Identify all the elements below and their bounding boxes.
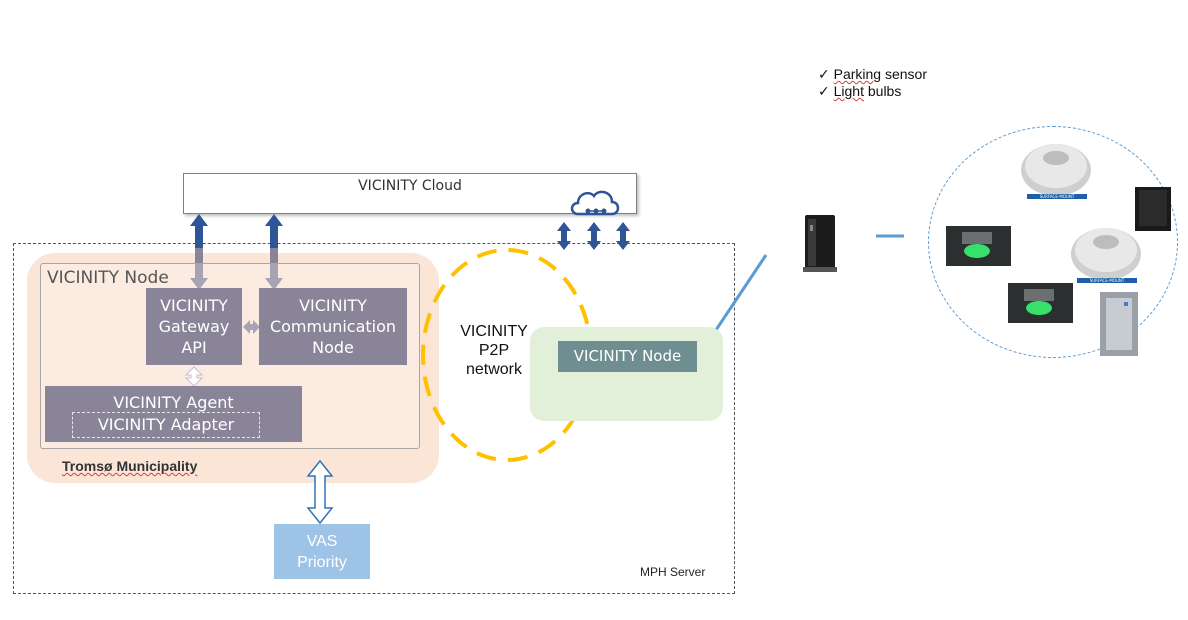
server-tower-icon: [803, 215, 837, 272]
communication-node-box: VICINITY Communication Node: [259, 288, 407, 365]
parking-sensor-icon: SURFACE-MOUNT: [1021, 144, 1091, 199]
municipality-label: Tromsø Municipality: [62, 458, 198, 474]
light-bulb-icon: [946, 226, 1011, 266]
check-icon: ✓: [818, 83, 830, 99]
p2p-line-2: P2P: [478, 342, 510, 359]
vas-line-1: VAS: [306, 532, 338, 550]
device-checklist: ✓ Parking sensor ✓ Light bulbs: [818, 66, 927, 100]
gateway-api-line-2: Gateway: [158, 317, 230, 336]
p2p-line-3: network: [465, 361, 523, 378]
communication-node-line-1: VICINITY: [299, 296, 367, 315]
gateway-api-line-3: API: [181, 338, 207, 357]
surface-mount-label-2: SURFACE-MOUNT: [1090, 278, 1125, 283]
communication-node-line-3: Node: [312, 338, 354, 357]
vicinity-agent-label: VICINITY Agent: [113, 393, 234, 412]
p2p-line-1: VICINITY: [460, 323, 528, 340]
vicinity-adapter-box: VICINITY Adapter: [72, 412, 260, 438]
gateway-api-box: VICINITY Gateway API: [146, 288, 242, 365]
light-bulb-icon: [1008, 283, 1073, 323]
vas-municipality-arrow: [306, 459, 334, 525]
vicinity-cloud-bar: VICINITY Cloud: [183, 173, 637, 214]
remote-vicinity-node-box: VICINITY Node: [558, 341, 697, 372]
gateway-api-line-1: VICINITY: [160, 296, 228, 315]
gateway-communication-arrow: [243, 320, 260, 334]
devices-illustration: SURFACE-MOUNT SURFACE-MOUNT: [946, 144, 1171, 356]
p2p-network-label: VICINITY P2P network: [455, 322, 533, 379]
devices-circle: [928, 126, 1178, 358]
vicinity-cloud-label: VICINITY Cloud: [358, 178, 462, 194]
vas-priority-box: VAS Priority: [274, 524, 370, 579]
cloud-icon: [570, 190, 620, 216]
mph-server-label: MPH Server: [640, 565, 706, 579]
display-panel-icon: [1135, 187, 1171, 231]
parking-sensor-icon: SURFACE-MOUNT: [1071, 228, 1141, 283]
communication-node-line-2: Communication: [269, 317, 397, 336]
vas-line-2: Priority: [297, 553, 347, 571]
check-icon: ✓: [818, 66, 830, 82]
surface-mount-label-1: SURFACE-MOUNT: [1040, 194, 1075, 199]
gateway-device-icon: [1100, 292, 1138, 356]
checklist-item: ✓ Parking sensor: [818, 66, 928, 82]
checklist-item: ✓ Light bulbs: [818, 83, 902, 99]
local-vicinity-node-title: VICINITY Node: [47, 268, 169, 288]
mph-server-boundary: [13, 243, 735, 594]
remote-server-link: [710, 254, 768, 337]
cloud-sync-arrows: [557, 222, 630, 250]
